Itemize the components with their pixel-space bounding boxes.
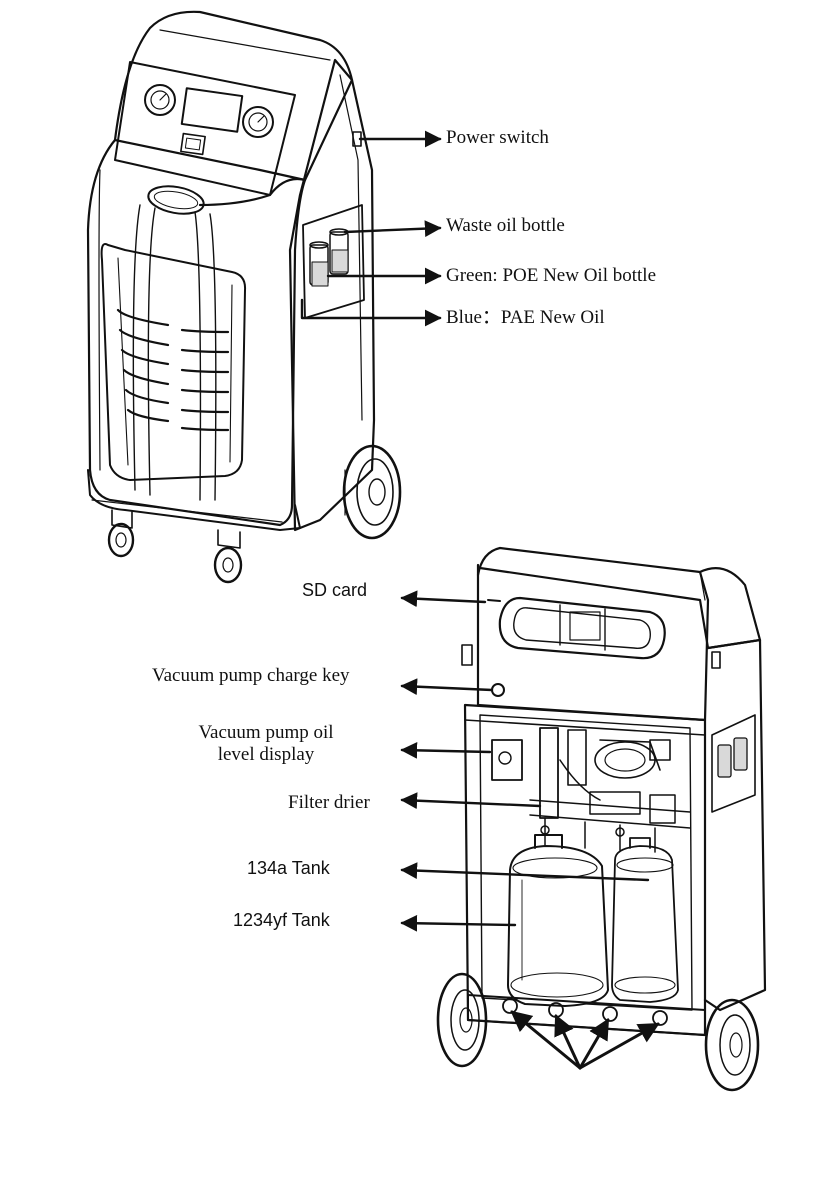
- rear-left-wheel: [438, 974, 486, 1066]
- port-pointer-lines: [512, 1012, 658, 1068]
- label-sd-card: SD card: [302, 580, 367, 601]
- front-logo-oval: [146, 182, 206, 217]
- valve-manifold: [530, 760, 690, 852]
- label-vacuum-pump-oil-level-line2: level display: [176, 744, 356, 766]
- tank-1234yf-arrow: [402, 923, 515, 925]
- label-pae-new-oil: Blue：PAE New Oil: [446, 307, 605, 329]
- side-bottles: [310, 229, 348, 286]
- compressor: [595, 740, 670, 778]
- rear-machine: [438, 548, 765, 1090]
- label-tank-1234yf: 1234yf Tank: [233, 910, 330, 931]
- oil-level-arrow: [402, 750, 490, 752]
- front-machine-side-panel: [290, 60, 374, 530]
- front-machine-body: [88, 140, 305, 525]
- label-waste-oil-bottle: Waste oil bottle: [446, 215, 565, 237]
- front-caster-left: [109, 510, 133, 556]
- label-filter-drier: Filter drier: [288, 792, 370, 814]
- filter-drier-arrow: [402, 800, 540, 806]
- rear-machine-top-face: [478, 565, 708, 720]
- filter-drier: [540, 728, 558, 818]
- label-tank-134a: 134a Tank: [247, 858, 330, 879]
- tank-134a: [612, 838, 678, 1002]
- front-machine-top: [115, 12, 352, 180]
- label-power-switch: Power switch: [446, 127, 549, 149]
- front-caster-right: [215, 530, 241, 582]
- front-display-screen: [182, 88, 242, 131]
- right-gauge: [243, 107, 273, 137]
- front-control-panel: [115, 62, 295, 195]
- rear-machine-side: [705, 640, 765, 1010]
- label-vacuum-pump-oil-level-line1: Vacuum pump oil: [176, 722, 356, 744]
- pae-oil-arrow: [302, 300, 440, 318]
- front-vents-right: [182, 330, 228, 430]
- oil-level-display: [492, 740, 522, 780]
- tank-1234yf: [508, 835, 608, 1006]
- vacuum-pump-charge-key: [492, 684, 504, 696]
- rear-handle: [500, 598, 665, 658]
- rear-right-wheel: [706, 1000, 758, 1090]
- left-gauge: [145, 85, 175, 115]
- label-vacuum-pump-oil-level: Vacuum pump oil level display: [176, 722, 356, 766]
- sd-card-slot: [488, 600, 500, 601]
- front-view-rear-wheel: [344, 446, 400, 538]
- label-poe-new-oil-bottle: Green: POE New Oil bottle: [446, 265, 656, 287]
- front-keypad: [181, 134, 205, 155]
- label-vacuum-pump-charge-key: Vacuum pump charge key: [152, 665, 350, 687]
- sd-card-arrow: [402, 598, 485, 602]
- front-machine: [88, 12, 400, 582]
